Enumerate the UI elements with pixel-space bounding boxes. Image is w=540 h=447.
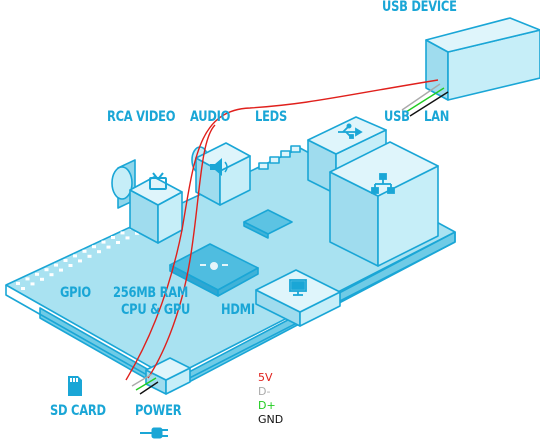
usb-device-label: USB DEVICE [382, 0, 457, 15]
gpio-pin [111, 236, 115, 239]
hdmi-label: HDMI [221, 302, 255, 318]
gpio-pin [120, 231, 125, 235]
sd-card-label: SD CARD [50, 403, 106, 419]
ram-label: 256MB RAM [113, 285, 189, 301]
usb-cable [125, 79, 449, 395]
lan-label: LAN [424, 109, 450, 125]
lan-block-top [329, 141, 439, 197]
usb-label: USB [384, 109, 410, 125]
speaker-icon [210, 158, 228, 176]
gpio-pin [78, 259, 82, 263]
rca-jack-tip [111, 166, 133, 200]
gpio-pin [54, 263, 58, 267]
legend-5v: 5V [258, 371, 273, 384]
usb-block-top [307, 116, 387, 155]
gpio-pin [106, 245, 111, 249]
gpio-pin [49, 273, 54, 277]
gpio-pin [25, 277, 30, 281]
chip-logo-icon [200, 262, 228, 270]
gpio-pin [101, 240, 106, 244]
power-connector-top [145, 357, 191, 381]
gpio-pin [68, 264, 73, 267]
legend-gnd: GND [258, 413, 284, 426]
plug-icon [140, 427, 168, 439]
gpio-pin [40, 277, 44, 281]
gpio-pin [97, 250, 101, 254]
wire-5v [125, 79, 439, 381]
gpio-pin [92, 245, 96, 249]
audio-label: AUDIO [190, 109, 231, 125]
gpio-pin [35, 272, 39, 276]
gpio-pin [63, 259, 68, 262]
wire-5v-b [147, 124, 216, 379]
usb-icon [338, 123, 363, 139]
cpu-gpu-label: CPU & GPU [121, 302, 191, 318]
gpio-pin [82, 249, 87, 253]
gpio-label: GPIO [60, 285, 91, 301]
network-icon [371, 173, 395, 194]
gpio-pin [59, 268, 63, 272]
wire-d-plus [135, 87, 445, 391]
power-label: POWER [135, 403, 182, 419]
rca-block-top [129, 176, 183, 206]
leds [258, 145, 301, 170]
wire-d-minus [131, 83, 441, 387]
gpio-pin [135, 231, 139, 235]
gpio-pin [21, 287, 25, 290]
gpio-pin [16, 282, 20, 285]
gpio-pin [44, 268, 49, 272]
tv-icon [149, 172, 167, 190]
sd-card-icon [68, 376, 82, 396]
gpio-pin [30, 282, 35, 286]
gpio-pin [125, 236, 130, 240]
gpio-pin [73, 254, 77, 258]
leds-label: LEDS [255, 109, 287, 125]
rca-video-label: RCA VIDEO [107, 109, 176, 125]
monitor-icon [289, 279, 307, 296]
wire-gnd [139, 91, 449, 395]
gpio-pin [116, 241, 120, 244]
gpio-header [16, 226, 139, 290]
legend-d-plus: D+ [258, 399, 276, 412]
legend-d-minus: D- [258, 385, 271, 398]
gpio-pin [87, 254, 92, 258]
usb-device-top [425, 17, 540, 53]
